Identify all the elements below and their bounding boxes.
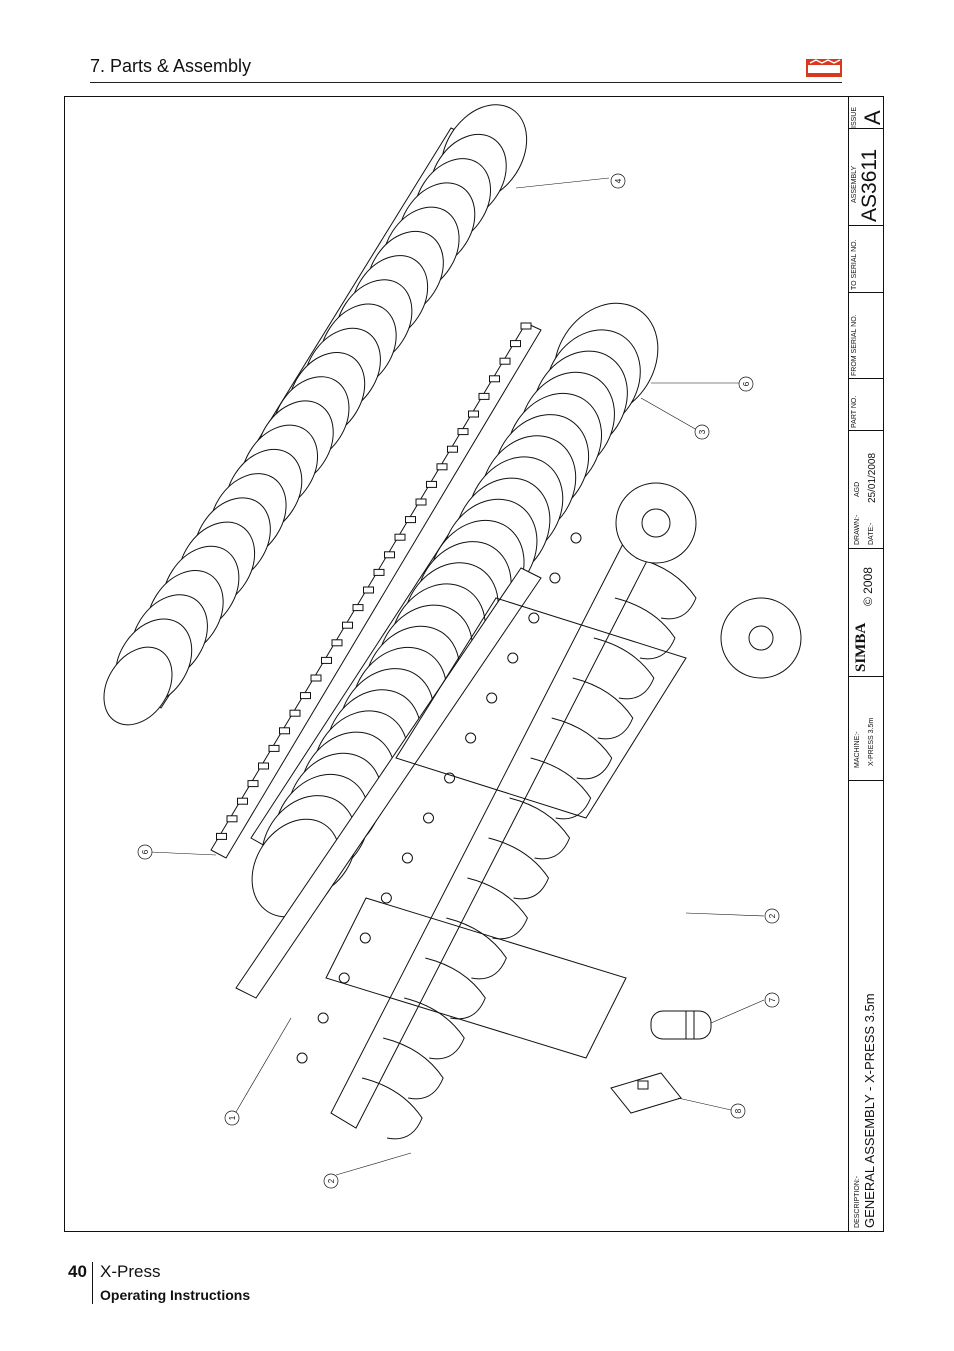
drawn-value: AGD bbox=[854, 481, 861, 497]
assembly-number: AS3611 bbox=[858, 148, 881, 222]
from-serial-label: FROM SERIAL NO. bbox=[851, 314, 858, 376]
cylinder-drawing bbox=[650, 1010, 712, 1040]
tb-line bbox=[848, 128, 884, 129]
issue-value: A bbox=[860, 110, 885, 125]
footer-subtitle: Operating Instructions bbox=[100, 1287, 251, 1303]
date-label: DATE:- bbox=[868, 522, 875, 545]
svg-text:1: 1 bbox=[228, 1115, 237, 1120]
scraper-bar-drawing bbox=[210, 322, 542, 859]
machine-label: MACHINE:- bbox=[854, 731, 861, 768]
front-disc-drawing bbox=[615, 482, 802, 679]
description-label: DESCRIPTION:- bbox=[854, 1175, 861, 1228]
copyright: © 2008 bbox=[861, 567, 875, 606]
svg-text:2: 2 bbox=[768, 913, 777, 918]
description-value: GENERAL ASSEMBLY - X-PRESS 3.5m bbox=[862, 993, 877, 1228]
to-serial-label: TO SERIAL NO. bbox=[851, 239, 858, 290]
svg-text:6: 6 bbox=[141, 849, 150, 854]
svg-text:4: 4 bbox=[614, 178, 623, 183]
callout-1: 1 bbox=[224, 1110, 240, 1126]
header-rule bbox=[90, 82, 842, 83]
callout-4: 4 bbox=[610, 173, 626, 189]
assembly-drawing: 4 6 3 6 2 7 8 1 2 bbox=[103, 104, 802, 1189]
callout-7: 7 bbox=[764, 992, 780, 1008]
callout-6-left: 6 bbox=[137, 844, 153, 860]
tb-line bbox=[848, 430, 884, 431]
simba-logo-icon bbox=[806, 59, 842, 77]
callout-6-top: 6 bbox=[738, 376, 754, 392]
callout-2-right: 2 bbox=[764, 908, 780, 924]
tb-line bbox=[848, 378, 884, 379]
callout-8: 8 bbox=[730, 1103, 746, 1119]
main-frame-drawing bbox=[235, 532, 697, 1140]
svg-text:3: 3 bbox=[698, 429, 707, 434]
packer-roller-drawing bbox=[103, 104, 528, 726]
svg-text:8: 8 bbox=[734, 1108, 743, 1113]
machine-value: X-PRESS 3.5m bbox=[868, 717, 875, 766]
tb-line bbox=[848, 676, 884, 677]
tb-line bbox=[848, 548, 884, 549]
date-value: 25/01/2008 bbox=[867, 452, 878, 503]
page-number: 40 bbox=[68, 1262, 87, 1281]
svg-text:2: 2 bbox=[327, 1178, 336, 1183]
part-no-label: PART NO. bbox=[851, 395, 858, 428]
drawn-label: DRAWN:- bbox=[854, 514, 861, 545]
manual-drawing bbox=[610, 1072, 682, 1114]
tb-line bbox=[848, 780, 884, 781]
drawing-sheet bbox=[64, 96, 884, 1232]
footer-divider bbox=[92, 1262, 93, 1304]
svg-text:7: 7 bbox=[768, 997, 777, 1002]
svg-text:6: 6 bbox=[742, 381, 751, 386]
brand-mark: SIMBA bbox=[853, 622, 869, 672]
assembly-label: ASSEMBLY bbox=[851, 165, 858, 203]
tb-line bbox=[848, 292, 884, 293]
section-title: 7. Parts & Assembly bbox=[90, 56, 252, 76]
issue-label: ISSUE bbox=[851, 106, 858, 128]
footer-title: X-Press bbox=[100, 1262, 161, 1281]
tb-line bbox=[848, 225, 884, 226]
callout-2-bottom: 2 bbox=[323, 1173, 339, 1189]
title-block-divider bbox=[848, 96, 849, 1232]
callout-3: 3 bbox=[694, 424, 710, 440]
